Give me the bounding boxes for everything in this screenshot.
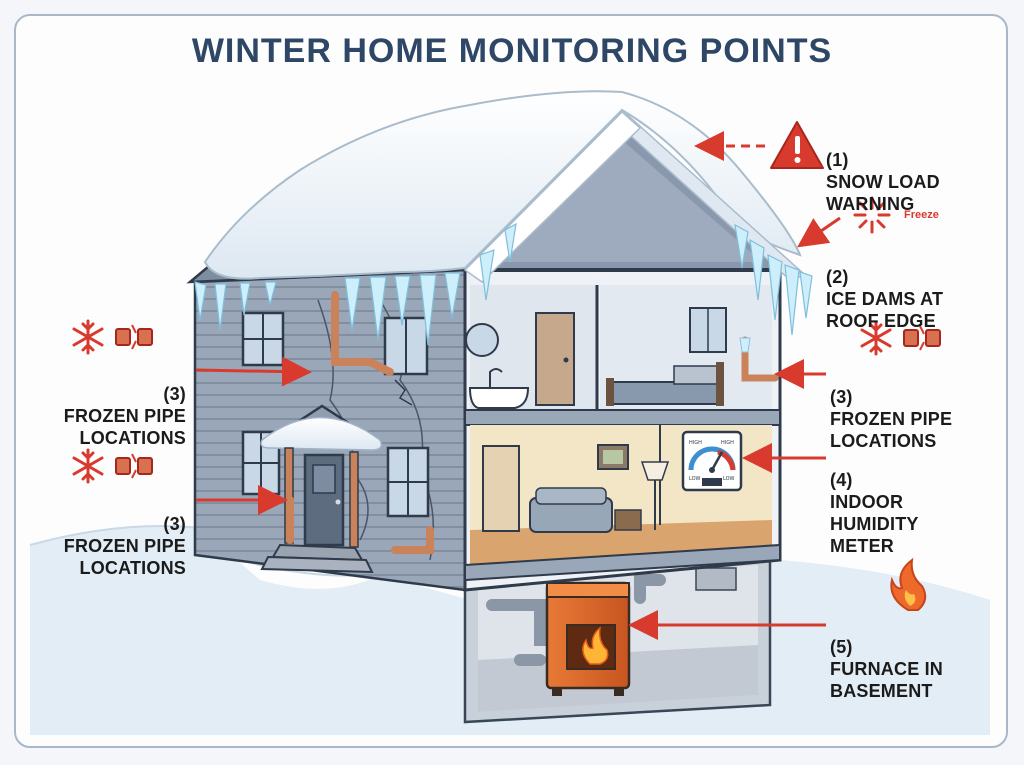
freeze-burst-icon: [853, 196, 891, 234]
callout-humidity: (4) INDOOR HUMIDITY METER: [830, 447, 919, 557]
broken-pipe-icon: [115, 453, 153, 479]
callout-frozen-pipe-left-lower: (3) FROZEN PIPE LOCATIONS: [36, 491, 186, 579]
warning-triangle-icon: [770, 121, 824, 169]
interior-pipe-right: [739, 336, 779, 382]
snowflake-icon: [860, 320, 892, 356]
window-upper-right-cracked: [383, 316, 429, 406]
living-room: [482, 444, 670, 533]
bedroom: [606, 307, 727, 406]
humidity-meter: HIGH HIGH LOW LOW: [681, 430, 743, 492]
furnace-flame-icon: [582, 626, 609, 665]
callout-ice-dams: (2) ICE DAMS AT ROOF EDGE: [826, 244, 943, 332]
bathroom: [465, 312, 575, 409]
freeze-badge: Freeze: [904, 209, 939, 221]
broken-pipe-icon: [115, 324, 153, 350]
callout-number: (3): [163, 514, 186, 534]
snowflake-icon: [72, 448, 104, 484]
callout-frozen-pipe-right: (3) FROZEN PIPE LOCATIONS: [830, 364, 952, 452]
callout-text: INDOOR HUMIDITY METER: [830, 492, 919, 556]
meter-high-right: HIGH: [721, 440, 734, 446]
window-lower-right: [386, 446, 430, 518]
callout-number: (3): [830, 387, 853, 407]
meter-low-left: LOW: [689, 476, 701, 482]
callout-number: (2): [826, 267, 849, 287]
window-upper-left: [241, 311, 285, 367]
callout-number: (1): [826, 150, 849, 170]
callout-text: FURNACE IN BASEMENT: [830, 659, 943, 701]
snowflake-icon: [72, 319, 104, 355]
icicles: [194, 222, 813, 346]
callout-number: (5): [830, 637, 853, 657]
furnace: [545, 581, 631, 696]
front-porch: [260, 404, 383, 574]
callout-frozen-pipe-left-upper: (3) FROZEN PIPE LOCATIONS: [36, 361, 186, 449]
meter-high-left: HIGH: [689, 440, 702, 446]
callout-number: (4): [830, 470, 853, 490]
callout-furnace: (5) FURNACE IN BASEMENT: [830, 614, 943, 702]
callout-text: FROZEN PIPE LOCATIONS: [830, 409, 953, 451]
callout-text: SNOW LOAD WARNING: [826, 172, 940, 214]
callout-text: FROZEN PIPE LOCATIONS: [63, 406, 186, 448]
callout-snow-load: (1) SNOW LOAD WARNING: [826, 127, 940, 215]
callout-text: FROZEN PIPE LOCATIONS: [63, 536, 186, 578]
callout-number: (3): [163, 384, 186, 404]
callout-arrows: [195, 131, 841, 640]
cutaway-interior: [463, 268, 782, 592]
flame-icon: [890, 557, 927, 611]
snowy-roof: [186, 90, 807, 284]
exterior-pipes: [286, 291, 434, 554]
page-title: WINTER HOME MONITORING POINTS: [191, 32, 833, 70]
callout-text: ICE DAMS AT ROOF EDGE: [826, 289, 944, 331]
broken-pipe-icon: [903, 325, 941, 351]
meter-low-right: LOW: [723, 476, 735, 482]
